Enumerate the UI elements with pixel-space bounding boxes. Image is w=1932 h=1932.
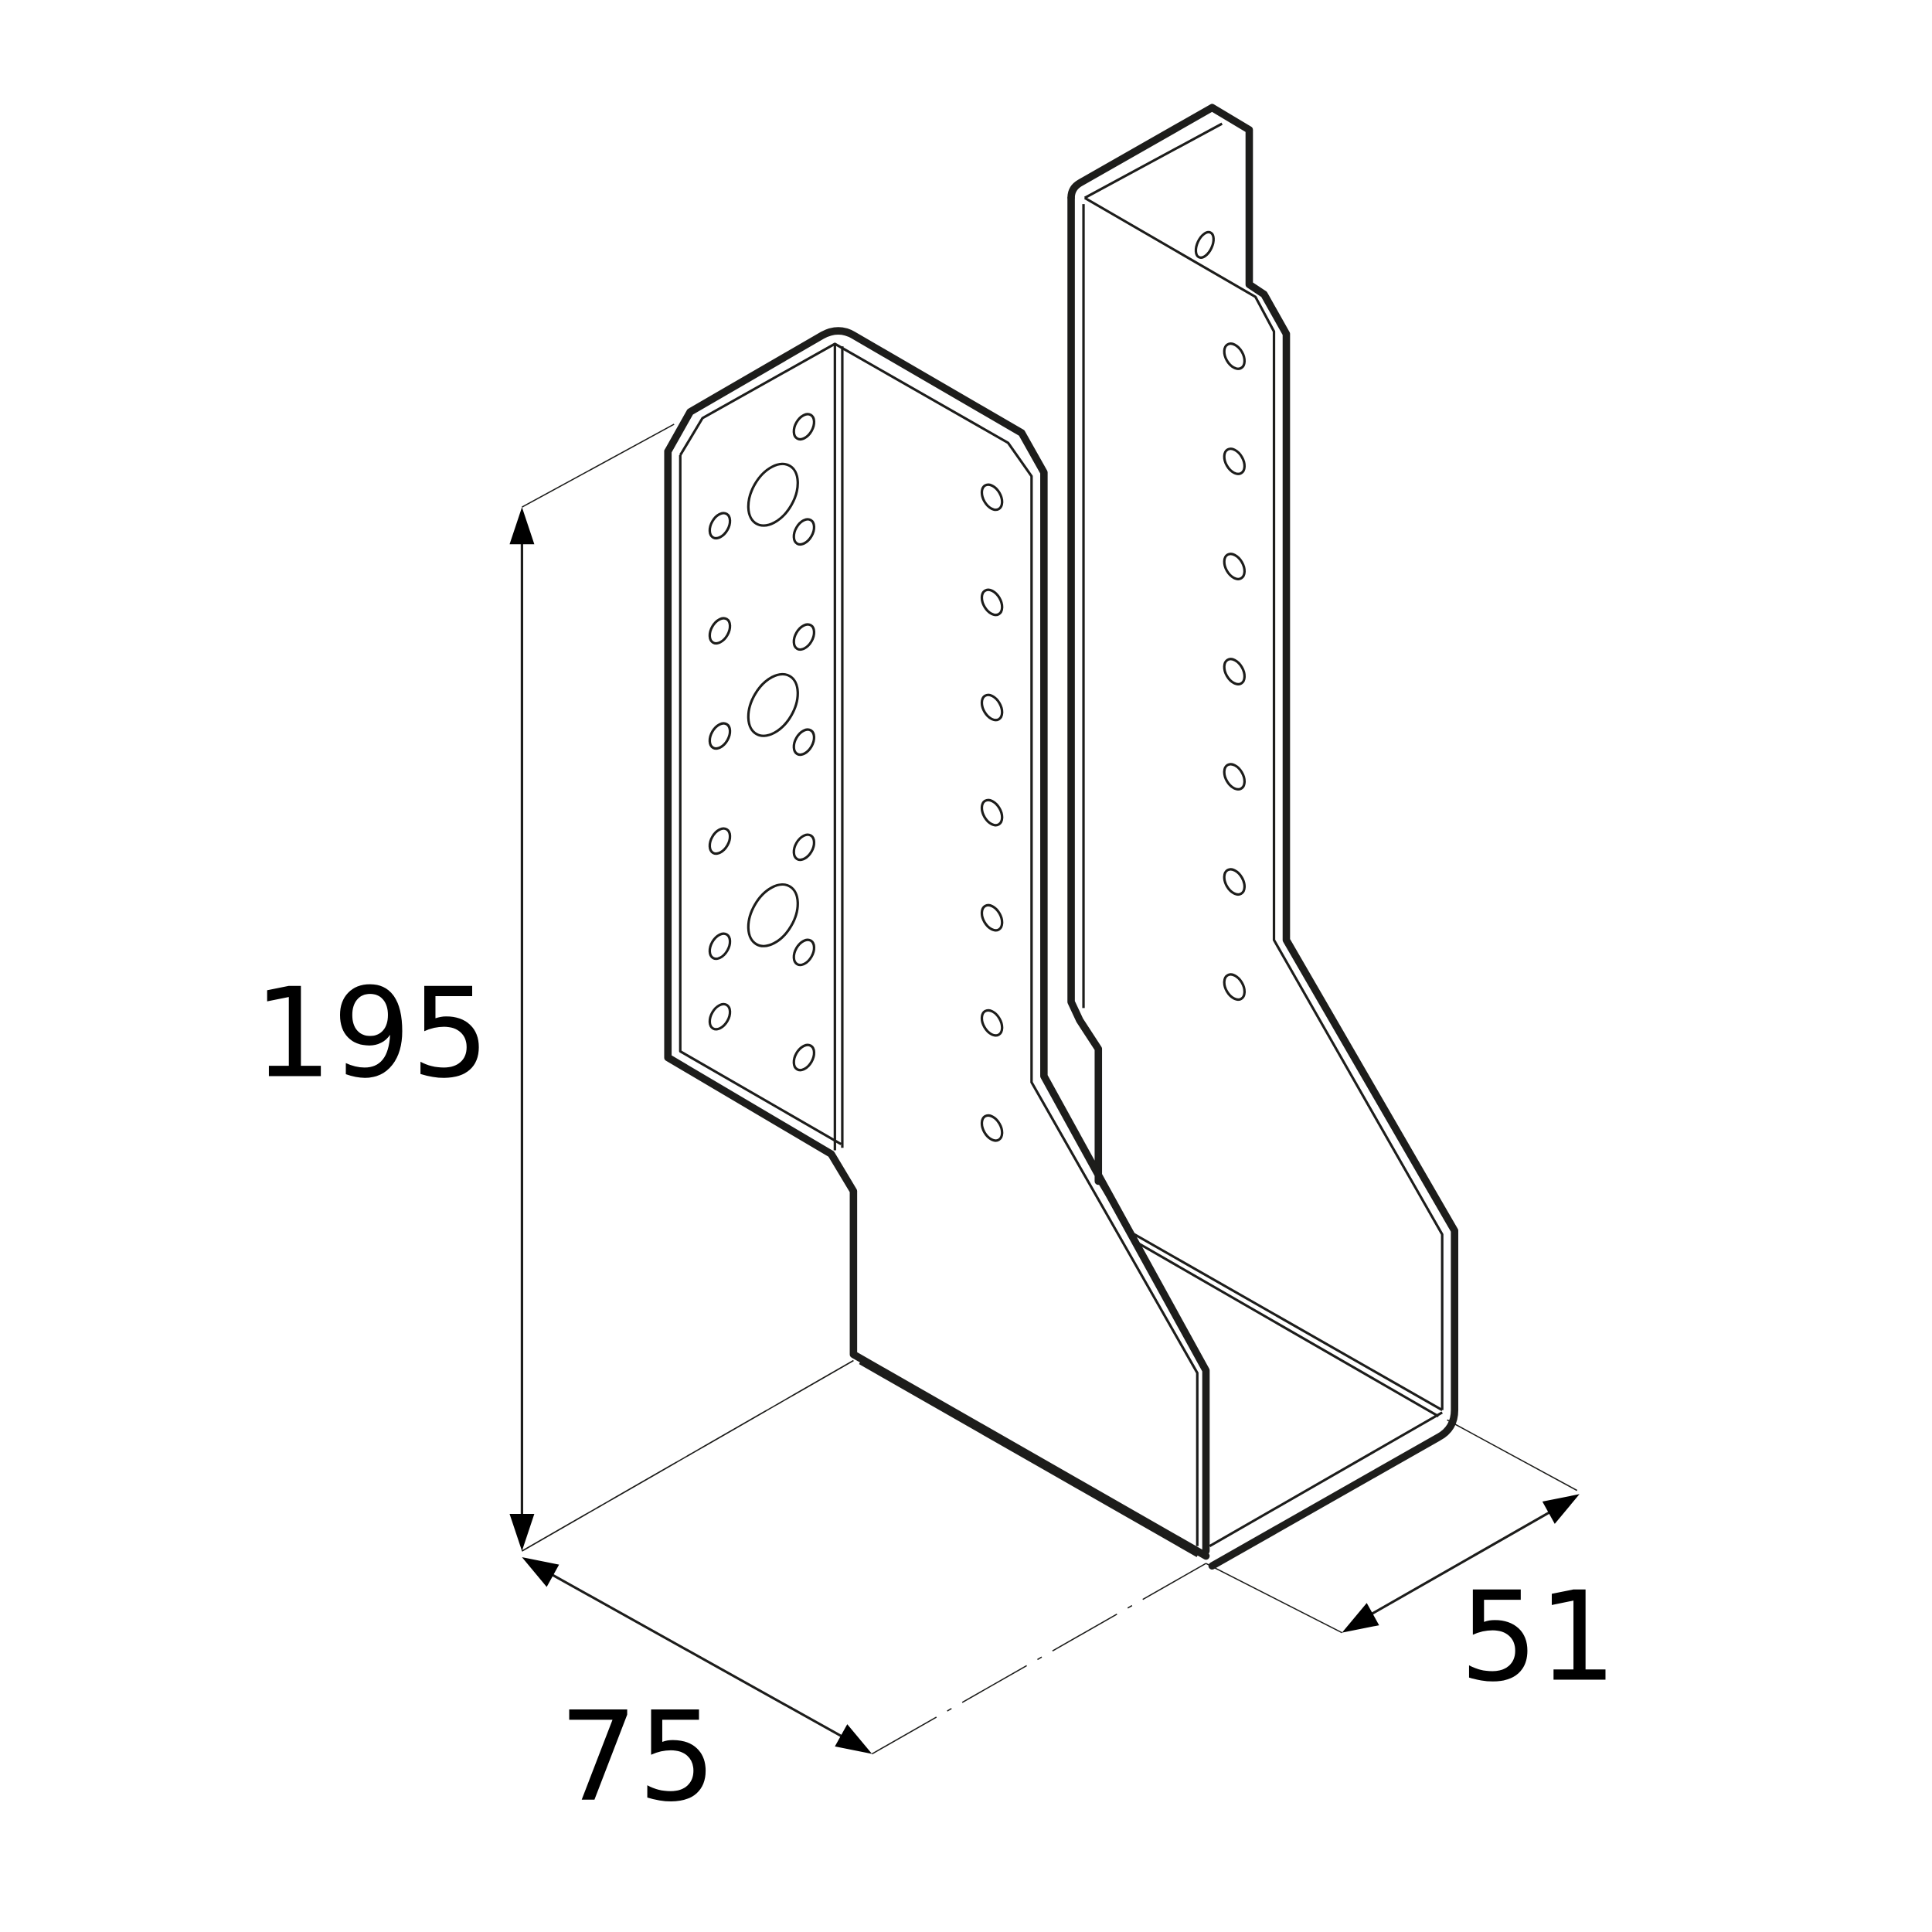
front-flange [664, 327, 1443, 1560]
side-wall-holes-front [980, 483, 1004, 1142]
dimension-label-width: 75 [559, 1685, 716, 1829]
dimension-label-height: 195 [253, 961, 489, 1105]
dimension-lines [509, 423, 1580, 1755]
dimension-label-depth: 51 [1460, 1564, 1617, 1709]
front-flange-holes [708, 413, 816, 1072]
back-flange [1067, 104, 1459, 1570]
side-wall-holes-back [1223, 342, 1247, 1002]
